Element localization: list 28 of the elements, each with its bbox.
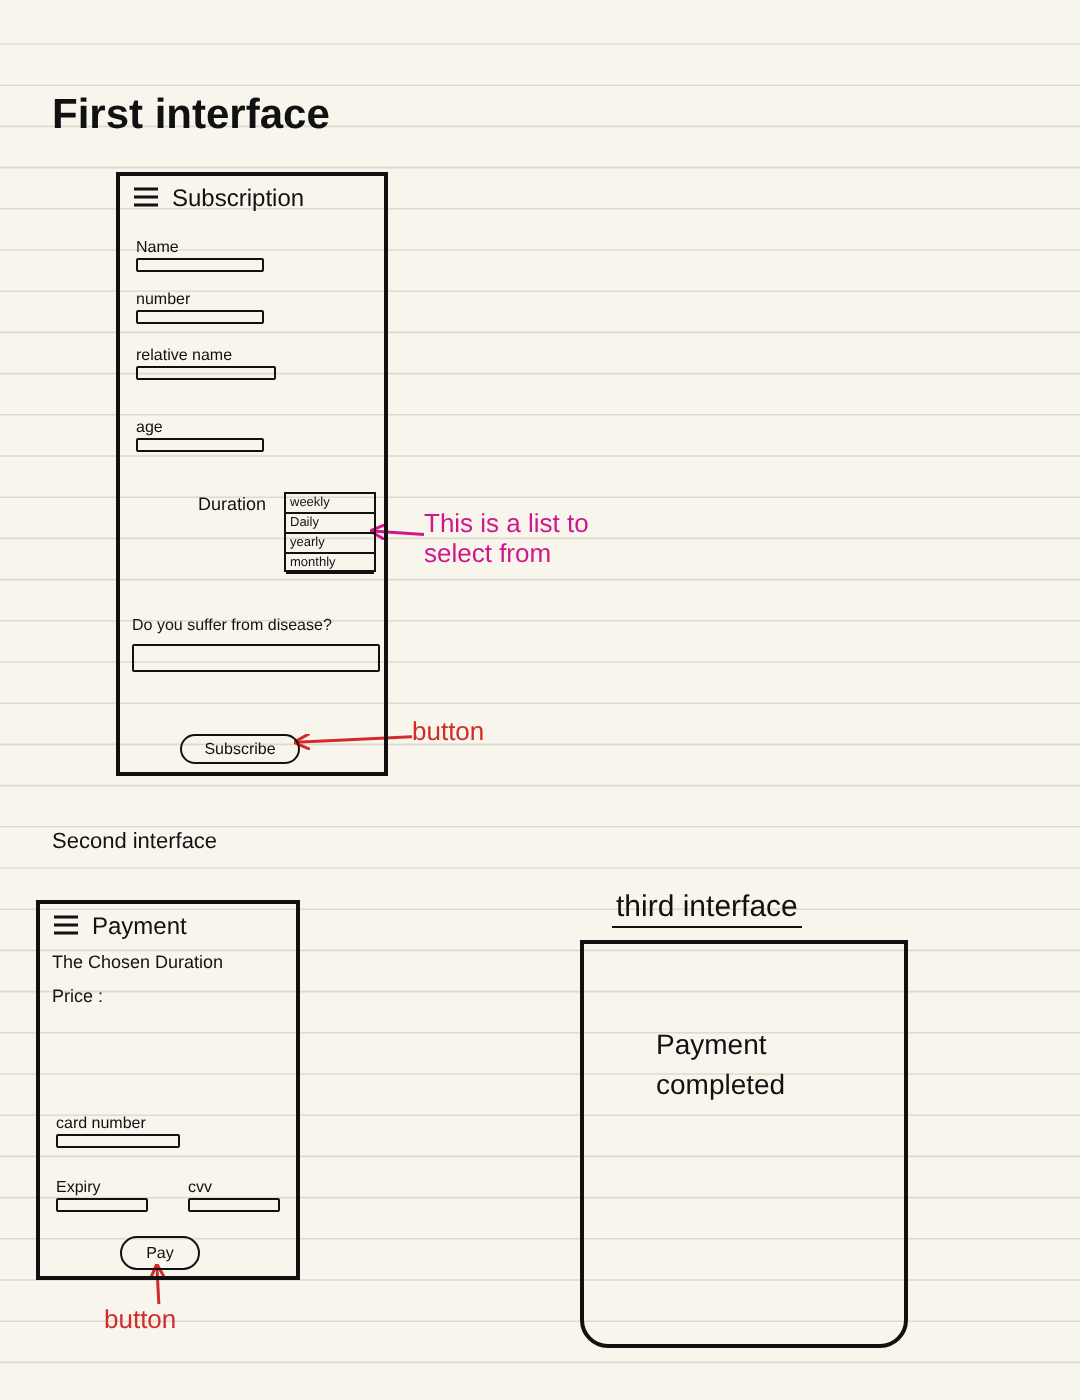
page-title: First interface: [52, 90, 330, 142]
annotation-text: button: [412, 716, 524, 752]
screen-heading: Subscription: [172, 184, 307, 212]
field-label: relative name: [136, 346, 235, 366]
section-heading: Second interface: [52, 828, 218, 858]
arrow: [368, 522, 425, 542]
field-label: Expiry: [56, 1178, 103, 1198]
section-heading: third interface: [612, 890, 802, 928]
screen-heading: Payment: [92, 912, 189, 940]
field-label: age: [136, 418, 165, 438]
annotation-text: This is a list to select from: [424, 508, 644, 576]
field-label: Name: [136, 238, 181, 258]
phone-screen-frame: [580, 940, 908, 1348]
status-message: Payment completed: [656, 1026, 788, 1104]
arrow: [148, 1262, 168, 1305]
field-label: card number: [56, 1114, 148, 1134]
field-label: number: [136, 290, 193, 310]
button: Subscribe: [180, 734, 300, 764]
info-text: Price :: [52, 986, 106, 1008]
phone-screen-frame: [36, 900, 300, 1280]
field-label: cvv: [188, 1178, 214, 1198]
info-text: The Chosen Duration: [52, 952, 226, 974]
field-label: Do you suffer from disease?: [132, 616, 334, 636]
annotation-text: button: [104, 1304, 216, 1348]
phone-screen-frame: [116, 172, 388, 776]
arrow: [292, 732, 413, 751]
button: Pay: [120, 1236, 200, 1270]
field-label: Duration: [197, 494, 266, 516]
